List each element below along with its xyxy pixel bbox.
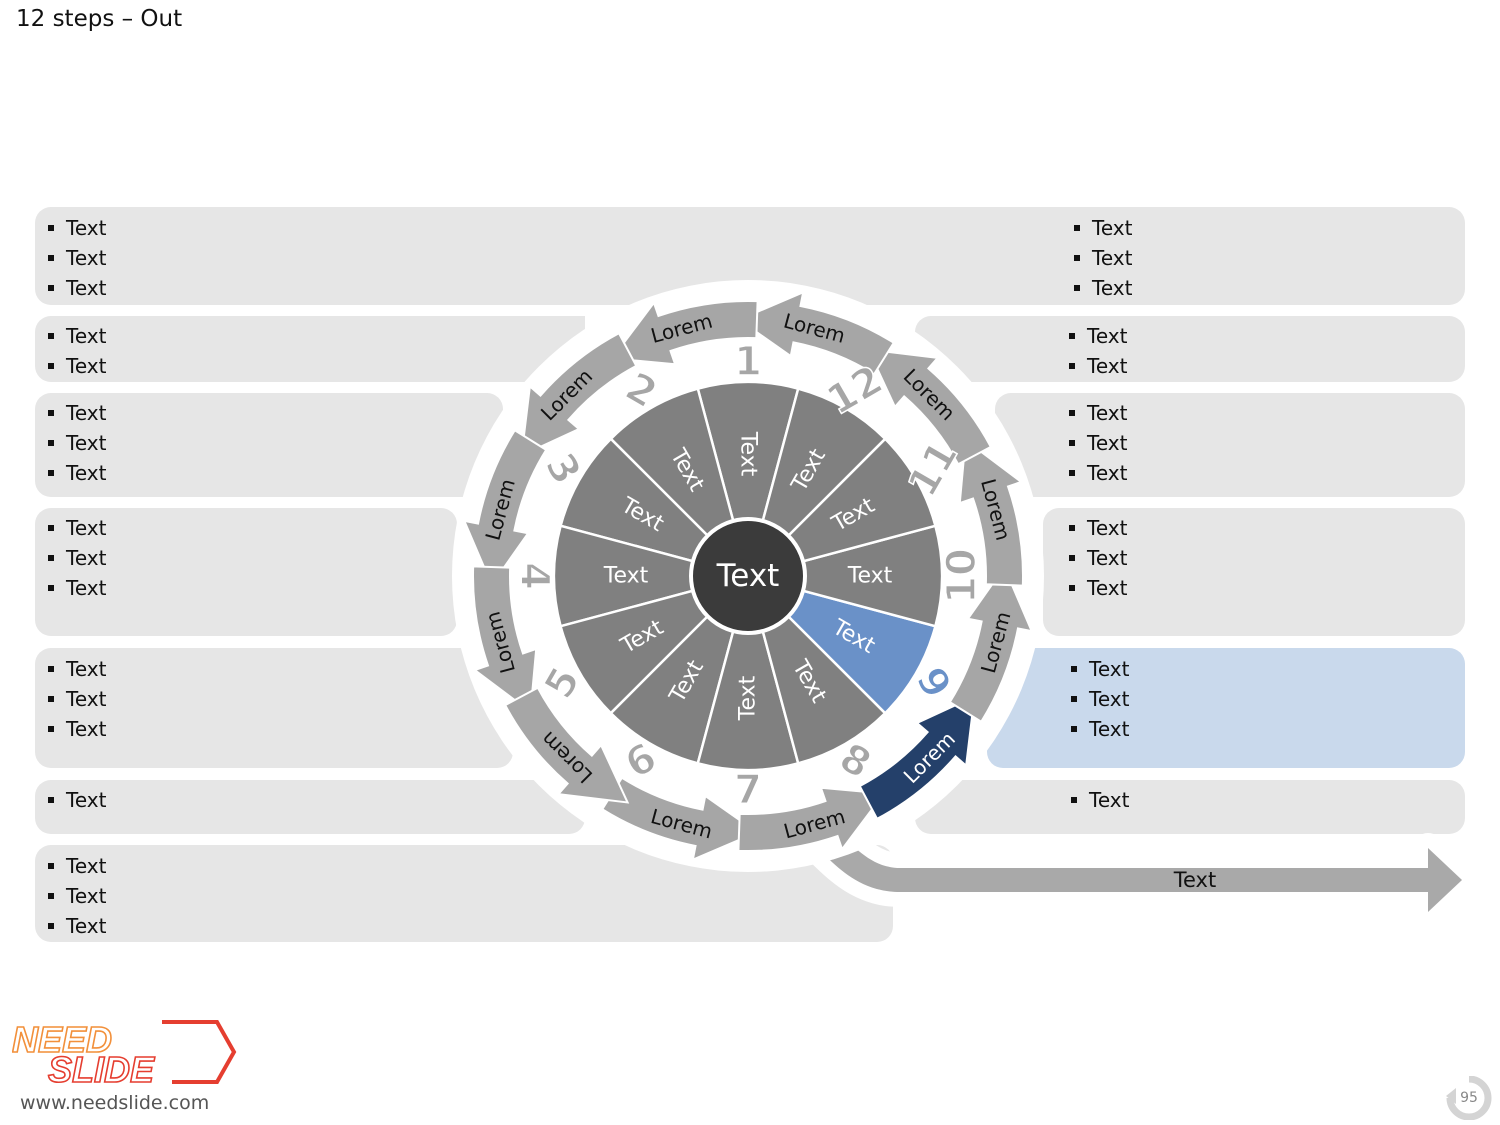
bullet-item: Text xyxy=(1069,321,1127,351)
center-label: Text xyxy=(716,558,780,594)
bullet-item: Text xyxy=(1069,398,1127,428)
bullet-item: Text xyxy=(1074,243,1132,273)
bullet-item: Text xyxy=(48,881,106,911)
bullet-item: Text xyxy=(48,398,106,428)
logo-arrow-icon xyxy=(162,1020,237,1084)
cycle-arrow xyxy=(503,686,630,804)
bullet-item: Text xyxy=(1071,785,1129,815)
segment-label: Text xyxy=(736,431,761,477)
bullet-item: Text xyxy=(48,351,106,381)
bullet-item: Text xyxy=(1069,513,1127,543)
bullets-left-6: Text xyxy=(48,785,106,815)
website-url: www.needslide.com xyxy=(20,1092,210,1114)
bullet-item: Text xyxy=(48,321,106,351)
page-number: 95 xyxy=(1460,1090,1478,1106)
bullet-item: Text xyxy=(1071,654,1129,684)
bullet-item: Text xyxy=(1069,428,1127,458)
panel-left-4 xyxy=(35,508,457,636)
bullet-item: Text xyxy=(48,785,106,815)
step-number: 7 xyxy=(734,767,762,813)
bullet-item: Text xyxy=(1069,543,1127,573)
bullet-item: Text xyxy=(48,513,106,543)
bullet-item: Text xyxy=(1074,273,1132,303)
bullet-item: Text xyxy=(1071,714,1129,744)
panel-right-4 xyxy=(1043,508,1465,636)
bullet-item: Text xyxy=(48,273,106,303)
out-arrow xyxy=(740,800,1462,912)
step-number: 4 xyxy=(511,562,557,590)
bullet-item: Text xyxy=(48,714,106,744)
segment-label: Text xyxy=(736,675,761,721)
bullet-item: Text xyxy=(48,458,106,488)
bullet-item: Text xyxy=(1069,458,1127,488)
bullet-item: Text xyxy=(1074,213,1132,243)
bullet-item: Text xyxy=(48,543,106,573)
bullet-item: Text xyxy=(48,654,106,684)
panel-right-2 xyxy=(915,316,1465,382)
bullet-item: Text xyxy=(48,213,106,243)
panel-left-5 xyxy=(35,648,513,768)
panel-left-2 xyxy=(35,316,585,382)
center-circle xyxy=(689,517,807,635)
bullet-item: Text xyxy=(1071,684,1129,714)
panel-left-3 xyxy=(35,393,503,497)
out-arrow-label: Text xyxy=(1173,868,1216,892)
segment-label: Text xyxy=(603,564,649,589)
bullet-item: Text xyxy=(1069,573,1127,603)
logo-slide: SLIDE xyxy=(48,1049,155,1088)
step-number: 10 xyxy=(939,548,985,604)
page-title: 12 steps – Out xyxy=(16,6,183,32)
panel-right-5 xyxy=(987,648,1465,768)
center-group: Text xyxy=(689,517,807,635)
bullet-item: Text xyxy=(48,573,106,603)
bullet-item: Text xyxy=(48,428,106,458)
panel-left-6 xyxy=(35,780,585,834)
step-number: 1 xyxy=(734,339,762,385)
segment-label: Text xyxy=(847,564,893,589)
needslide-logo: NEED SLIDE xyxy=(12,1018,237,1088)
bullet-item: Text xyxy=(1069,351,1127,381)
panel-right-6 xyxy=(915,780,1465,834)
bullets-right-6: Text xyxy=(1071,785,1129,815)
recycle-icon xyxy=(1446,1075,1492,1121)
logo-need: NEED xyxy=(12,1019,112,1060)
page-number-badge: 95 xyxy=(1444,1075,1494,1121)
bullet-item: Text xyxy=(48,851,106,881)
bullet-item: Text xyxy=(48,243,106,273)
bullet-item: Text xyxy=(48,911,106,941)
bullet-item: Text xyxy=(48,684,106,714)
